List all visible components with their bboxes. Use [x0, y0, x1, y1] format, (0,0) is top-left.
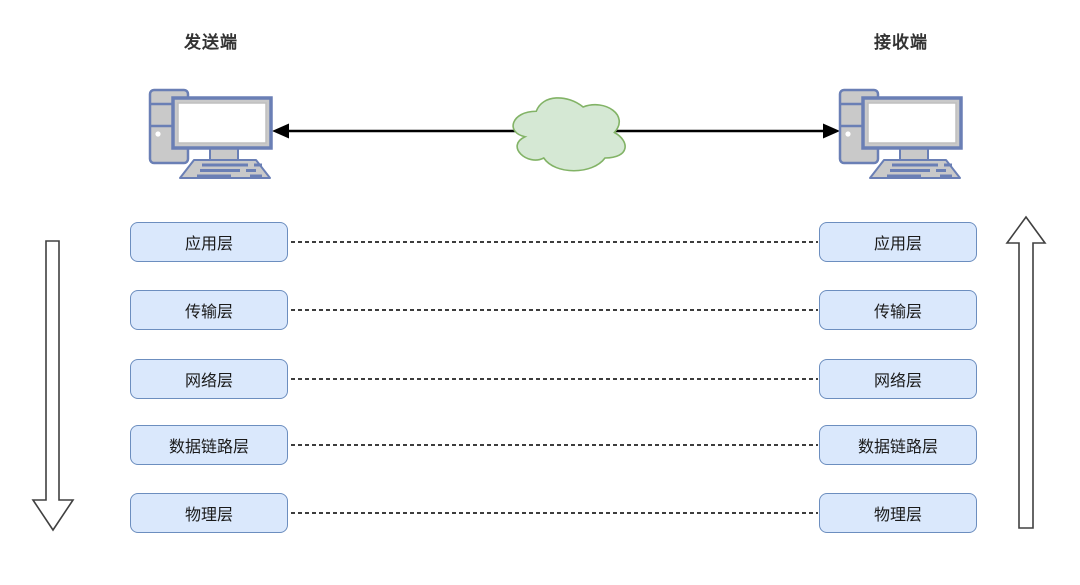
sender-layer-box-transport: 传输层: [130, 290, 288, 330]
sender-layer-box-physical: 物理层: [130, 493, 288, 533]
receiver-computer-icon: [838, 88, 963, 180]
cloud-icon: [512, 97, 626, 172]
layer-connector-lines: [291, 241, 818, 514]
receiver-layer-box-application: 应用层: [819, 222, 977, 262]
up-arrow-icon: [1005, 215, 1047, 529]
sender-layer-box-network: 网络层: [130, 359, 288, 399]
sender-layer-box-datalink: 数据链路层: [130, 425, 288, 465]
receiver-layer-box-network: 网络层: [819, 359, 977, 399]
sender-layer-box-application: 应用层: [130, 222, 288, 262]
sender-computer-icon: [148, 88, 273, 180]
down-arrow-icon: [31, 240, 75, 532]
receiver-layer-box-datalink: 数据链路层: [819, 425, 977, 465]
receiver-layer-box-transport: 传输层: [819, 290, 977, 330]
sender-label: 发送端: [184, 33, 238, 52]
receiver-layer-box-physical: 物理层: [819, 493, 977, 533]
receiver-label: 接收端: [874, 33, 928, 52]
